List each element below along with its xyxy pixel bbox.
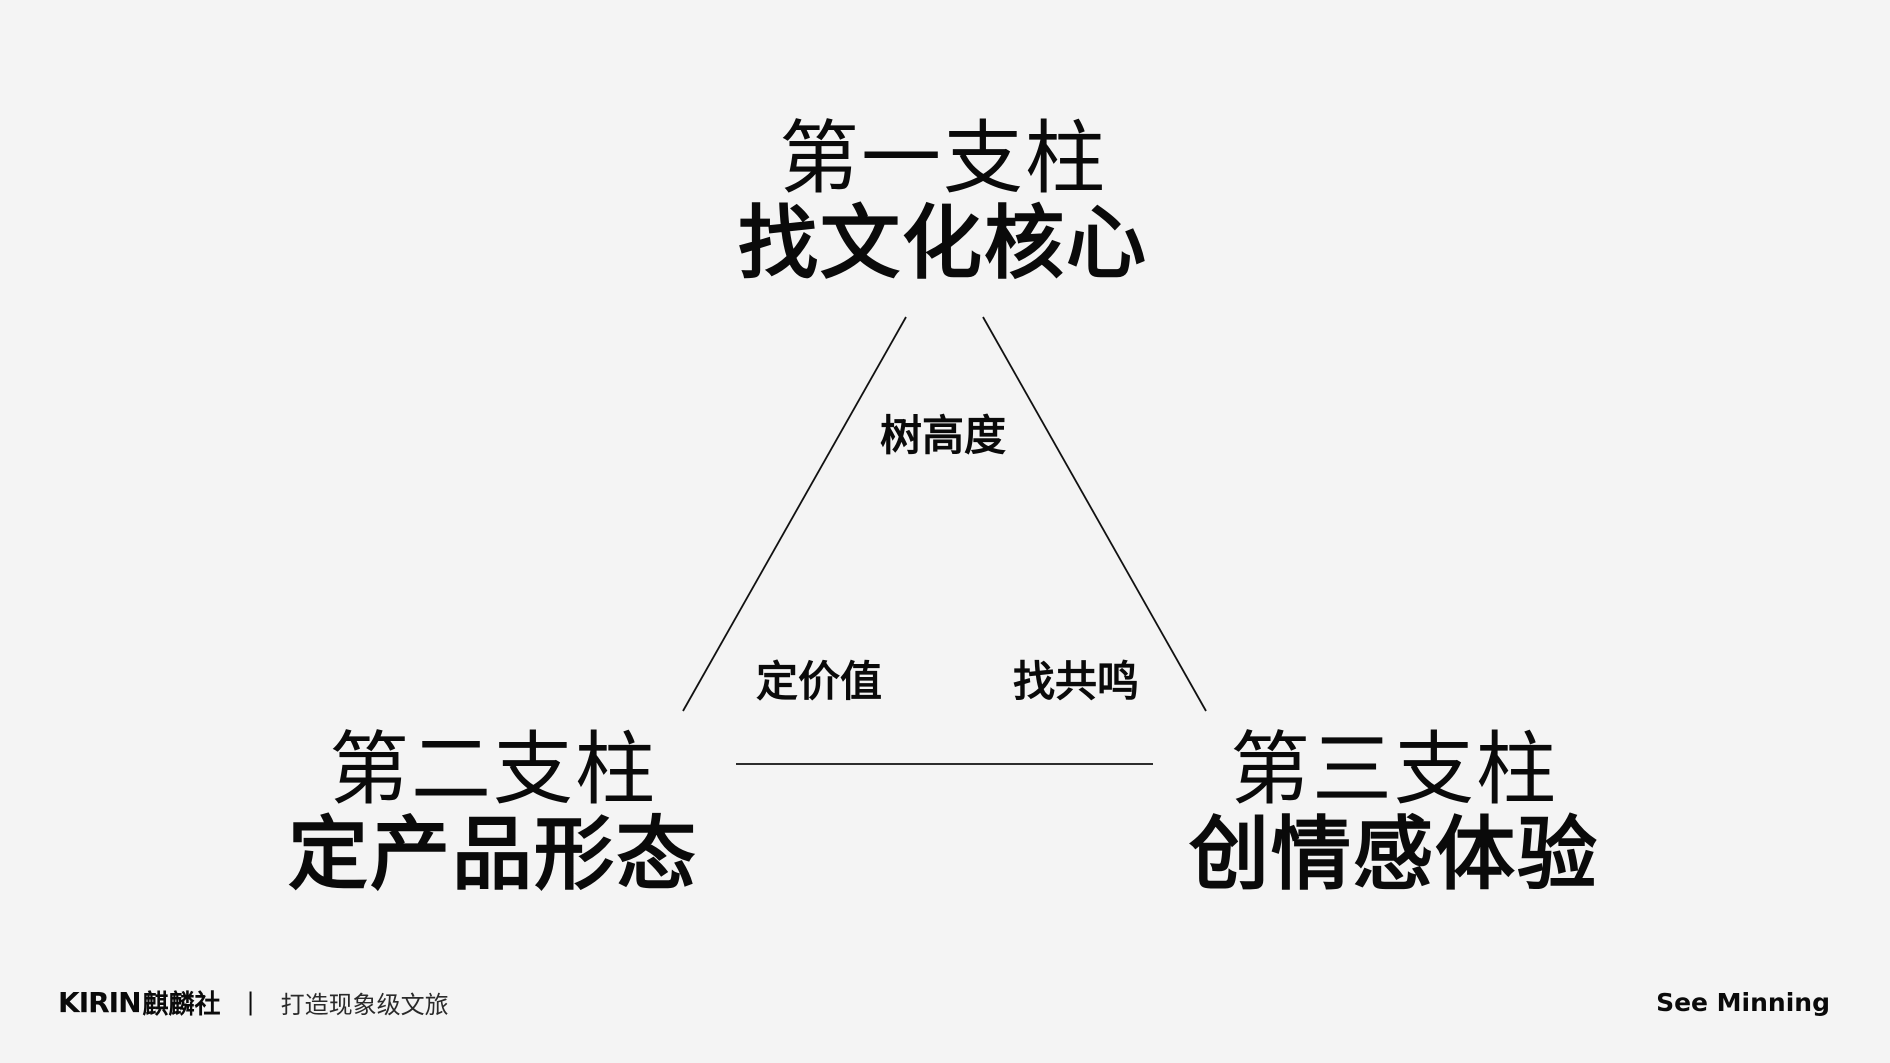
- brand-logo-latin: KIRIN: [58, 985, 142, 1019]
- footer-separator: |: [246, 988, 255, 1016]
- pillar-three: 第三支柱 创情感体验: [1114, 728, 1674, 898]
- pillar-three-subtitle: 第三支柱: [1230, 723, 1558, 816]
- pillar-two-subtitle: 第二支柱: [329, 723, 657, 816]
- pillar-one: 第一支柱 找文化核心: [663, 117, 1223, 287]
- inner-label-tree-height: 树高度: [879, 411, 1006, 460]
- pillar-one-subtitle: 第一支柱: [779, 112, 1107, 205]
- triangle-left-edge: [682, 316, 907, 712]
- pillar-two-title: 定产品形态: [288, 808, 698, 901]
- pillar-one-title: 找文化核心: [738, 197, 1148, 290]
- inner-label-resonance: 找共鸣: [1012, 657, 1139, 706]
- inner-label-value: 定价值: [755, 657, 882, 706]
- footer-tagline: 打造现象级文旅: [280, 990, 449, 1019]
- footer-author: See Minning: [1656, 987, 1830, 1017]
- pillar-two: 第二支柱 定产品形态: [213, 728, 773, 898]
- footer-brand: KIRIN 麒麟社 | 打造现象级文旅: [58, 985, 449, 1020]
- pillar-three-title: 创情感体验: [1189, 808, 1599, 901]
- triangle-right-edge: [982, 316, 1207, 712]
- brand-logo-chinese: 麒麟社: [142, 989, 221, 1020]
